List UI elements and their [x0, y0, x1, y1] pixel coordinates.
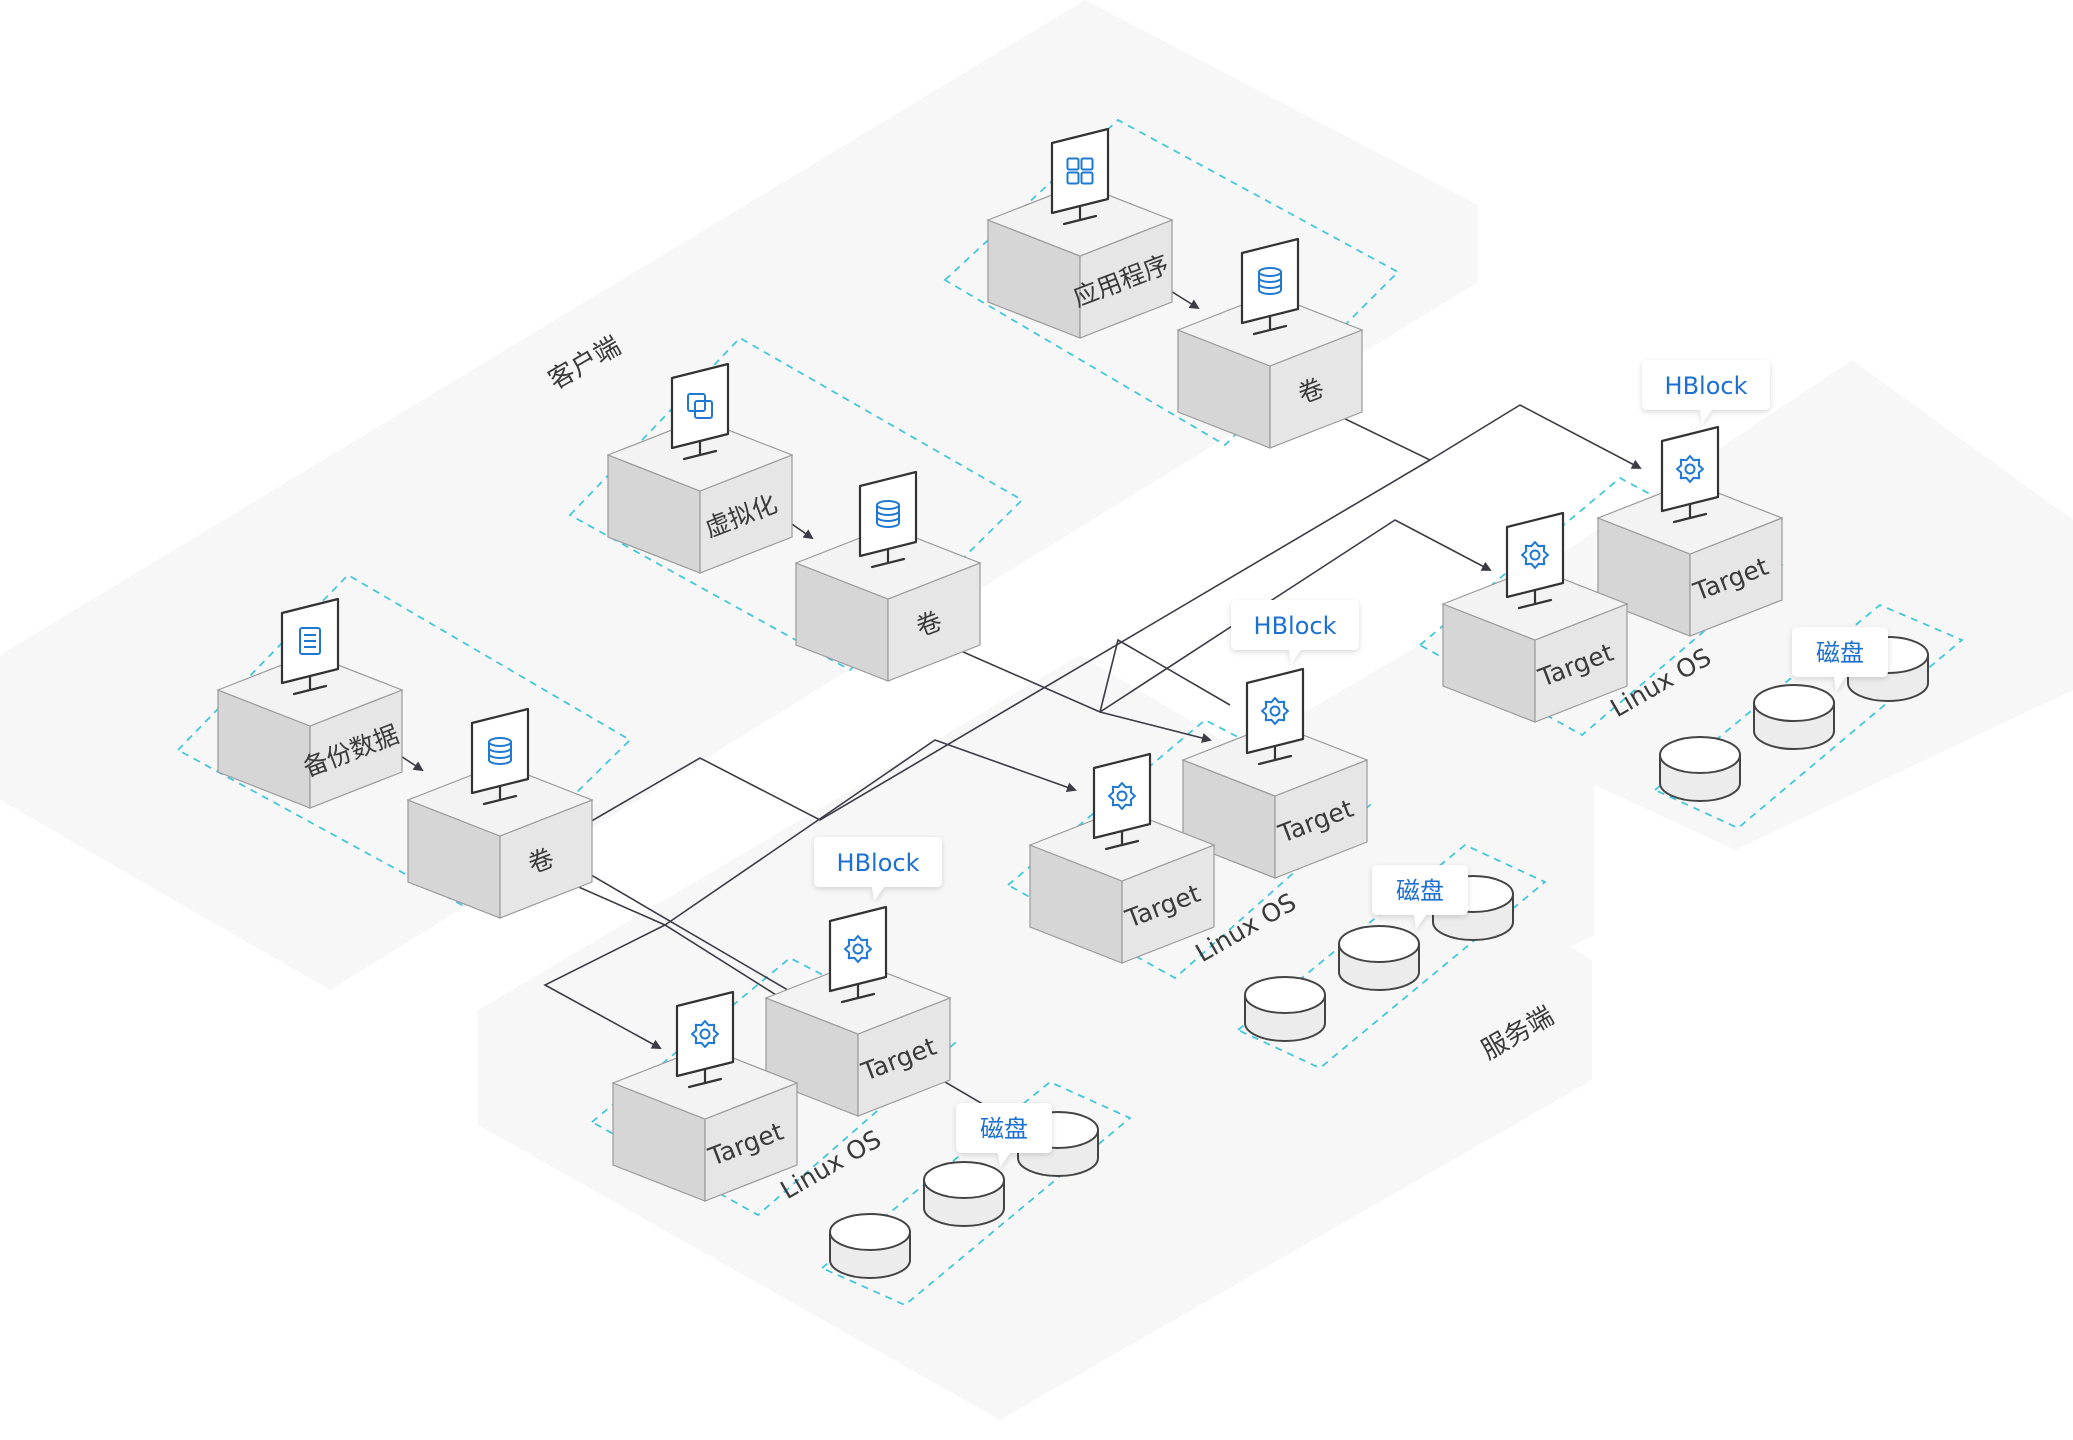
server-node-0-target-1: Target — [1441, 511, 1629, 723]
server-node-2-target-2: Target — [764, 905, 952, 1117]
server-node-0-disk-callout: 磁盘 — [1792, 627, 1888, 691]
server-node-0-hblock-callout-text: HBlock — [1665, 372, 1748, 400]
callouts: HBlock 磁盘 HBlock 磁盘 HBlock 磁盘 — [814, 360, 1888, 1167]
volume-2-to-node-1-t1 — [664, 739, 1077, 926]
client-group-0-volume: 卷 — [1176, 237, 1364, 449]
disk-icon — [1338, 925, 1420, 991]
monitor — [1660, 425, 1720, 524]
gear-icon — [844, 935, 872, 963]
volume-0-to-node-0 — [1301, 397, 1642, 469]
client-group-2-volume: 卷 — [406, 707, 594, 919]
monitor — [1050, 127, 1110, 226]
gear-icon — [1108, 782, 1136, 810]
disk-icon — [1659, 736, 1741, 802]
server-node-2-target-1: Target — [611, 990, 799, 1202]
virtualization-icon — [687, 393, 713, 419]
server-node-0-disk-outline — [1653, 603, 1964, 830]
document-list-icon — [299, 627, 321, 655]
disk-icon — [829, 1213, 911, 1279]
gear-icon — [1261, 697, 1289, 725]
server-node-2-disk-callout-text: 磁盘 — [980, 1115, 1028, 1143]
gear-icon — [1521, 541, 1549, 569]
trunk-volume-0-node-2 — [543, 459, 1431, 1159]
connection-lines — [371, 271, 1642, 1159]
monitor — [828, 905, 888, 1004]
monitor — [1092, 752, 1152, 851]
disk-icon — [1753, 684, 1835, 750]
database-icon — [1258, 267, 1282, 295]
gear-icon — [691, 1020, 719, 1048]
server-node-0-disks — [1659, 636, 1929, 802]
disk-icon — [1244, 976, 1326, 1042]
database-icon — [876, 500, 900, 528]
monitor — [1240, 237, 1300, 336]
monitor — [858, 470, 918, 569]
monitor — [670, 362, 730, 461]
database-icon — [488, 737, 512, 765]
volume-1-branch — [1099, 638, 1231, 713]
volume-2-to-node-2-t1 — [543, 924, 666, 1049]
monitor — [1245, 667, 1305, 766]
server-node-1-hblock-callout-text: HBlock — [1254, 612, 1337, 640]
monitor — [470, 707, 530, 806]
server-node-1-disk-callout: 磁盘 — [1372, 865, 1468, 929]
server-node-1-hblock-callout: HBlock — [1231, 600, 1359, 664]
client-group-1-app: 虚拟化 — [606, 362, 794, 574]
volume-1-to-node-0-t1 — [1099, 519, 1492, 713]
client-group-0-app: 应用程序 — [986, 127, 1174, 339]
client-group-2-app: 备份数据 — [216, 597, 404, 809]
monitor — [675, 990, 735, 1089]
server-node-2-hblock-callout: HBlock — [814, 837, 942, 901]
server-node-0-disk-callout-text: 磁盘 — [1816, 639, 1864, 667]
monitor — [1505, 511, 1565, 610]
server-node-1-disk-callout-text: 磁盘 — [1396, 877, 1444, 905]
server-node-2-disk-callout: 磁盘 — [956, 1103, 1052, 1167]
monitor — [280, 597, 340, 696]
apps-grid-icon — [1066, 157, 1094, 185]
server-node-0-hblock-callout: HBlock — [1642, 360, 1770, 424]
server-node-1-disks — [1244, 875, 1514, 1042]
gear-icon — [1676, 455, 1704, 483]
server-node-1-target-1: Target — [1028, 752, 1216, 964]
disk-icon — [923, 1161, 1005, 1227]
server-node-2-hblock-callout-text: HBlock — [837, 849, 920, 877]
client-group-1-volume: 卷 — [794, 470, 982, 682]
